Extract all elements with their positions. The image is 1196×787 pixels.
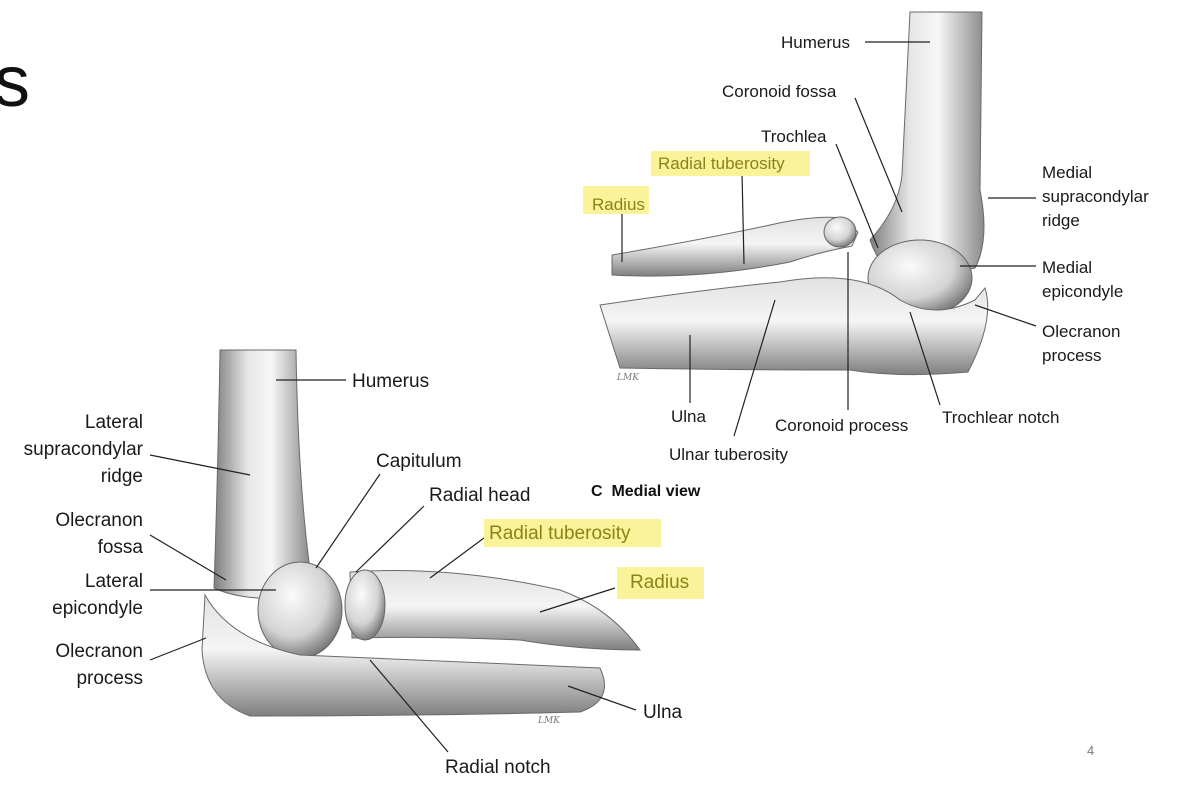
label-medial-humerus: Humerus xyxy=(781,33,850,52)
label-medial-supracondylar-ridge-3: ridge xyxy=(1042,211,1080,230)
lateral-capitulum-shape xyxy=(257,561,343,659)
label-lateral-ulna: Ulna xyxy=(643,702,683,723)
label-ulnar-tuberosity: Ulnar tuberosity xyxy=(669,445,789,464)
label-medial-epicondyle-1: Medial xyxy=(1042,258,1093,277)
label-medial-epicondyle-2: epicondyle xyxy=(1042,282,1124,301)
label-medial-olecranon-2: process xyxy=(1042,346,1102,365)
medial-ulna-shape xyxy=(599,277,989,376)
label-medial-supracondylar-ridge-1: Medial xyxy=(1042,163,1093,182)
highlight-radial-tuberosity-medial xyxy=(651,151,810,176)
artist-signature-lateral: LMK xyxy=(538,716,560,726)
medial-view-drawing xyxy=(599,11,1037,437)
lateral-radius-shape xyxy=(349,569,641,651)
label-trochlear-notch: Trochlear notch xyxy=(942,408,1060,427)
medial-radius-shape xyxy=(611,216,859,277)
medial-radial-head-shape xyxy=(823,216,857,248)
label-olecranon-fossa-2: fossa xyxy=(97,537,143,558)
label-medial-radius: Radius xyxy=(592,195,645,214)
label-lateral-supracondylar-ridge-3: ridge xyxy=(100,466,143,487)
label-lateral-epicondyle-2: epicondyle xyxy=(52,598,143,619)
label-lateral-epicondyle-1: Lateral xyxy=(84,571,143,592)
label-trochlea: Trochlea xyxy=(761,127,827,146)
label-medial-radial-tuberosity: Radial tuberosity xyxy=(658,154,785,173)
label-coronoid-process: Coronoid process xyxy=(775,416,909,435)
caption-text: Medial view xyxy=(611,483,701,500)
label-olecranon-fossa-1: Olecranon xyxy=(55,510,143,531)
figure-caption: C Medial view xyxy=(591,483,700,501)
page-number: 4 xyxy=(1087,743,1095,758)
label-lateral-supracondylar-ridge-2: supracondylar xyxy=(23,439,143,460)
lateral-view-drawing xyxy=(149,349,641,753)
highlight-radius-lateral xyxy=(617,567,704,599)
label-lateral-olecranon-2: process xyxy=(76,668,143,689)
label-medial-olecranon-1: Olecranon xyxy=(1042,322,1121,341)
label-lateral-olecranon-1: Olecranon xyxy=(55,641,143,662)
label-medial-ulna: Ulna xyxy=(671,407,706,426)
label-medial-supracondylar-ridge-2: supracondylar xyxy=(1042,187,1149,206)
label-radial-notch: Radial notch xyxy=(445,757,551,778)
lateral-humerus-shaft xyxy=(213,349,311,599)
lateral-radial-head-shape xyxy=(344,569,386,641)
highlight-radius-medial xyxy=(583,186,649,214)
slide-title-fragment: s xyxy=(0,42,30,122)
label-lateral-supracondylar-ridge-1: Lateral xyxy=(84,412,143,433)
label-coronoid-fossa: Coronoid fossa xyxy=(722,82,837,101)
label-lateral-humerus: Humerus xyxy=(352,371,430,392)
label-radial-head: Radial head xyxy=(429,485,531,506)
label-lateral-radius: Radius xyxy=(630,572,690,593)
highlight-radial-tuberosity-lateral xyxy=(484,519,661,547)
label-lateral-radial-tuberosity: Radial tuberosity xyxy=(489,523,631,544)
artist-signature-medial: LMK xyxy=(617,373,639,383)
caption-letter: C xyxy=(591,483,603,500)
label-capitulum: Capitulum xyxy=(376,451,462,472)
